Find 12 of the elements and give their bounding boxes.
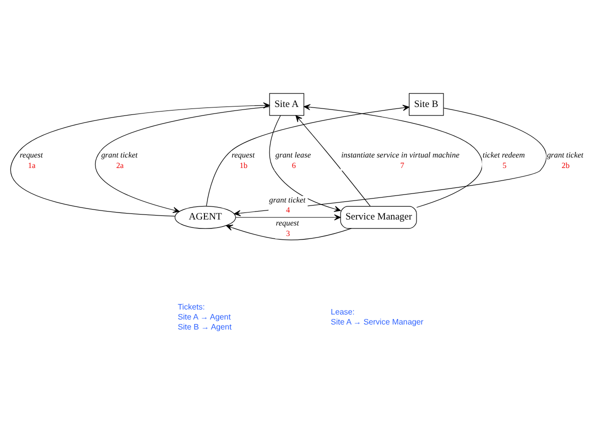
arrow — [235, 214, 341, 220]
node-box: Service Manager — [340, 206, 417, 228]
arrow — [304, 104, 483, 208]
node-ellipse: AGENT — [174, 205, 236, 228]
arrow — [226, 224, 352, 240]
arrow — [94, 106, 270, 212]
arrow — [10, 102, 270, 216]
arrow — [296, 114, 371, 206]
arrow — [269, 114, 341, 212]
node-box: Site B — [408, 92, 444, 116]
arrow — [206, 104, 410, 206]
node-box: Site A — [269, 92, 304, 116]
